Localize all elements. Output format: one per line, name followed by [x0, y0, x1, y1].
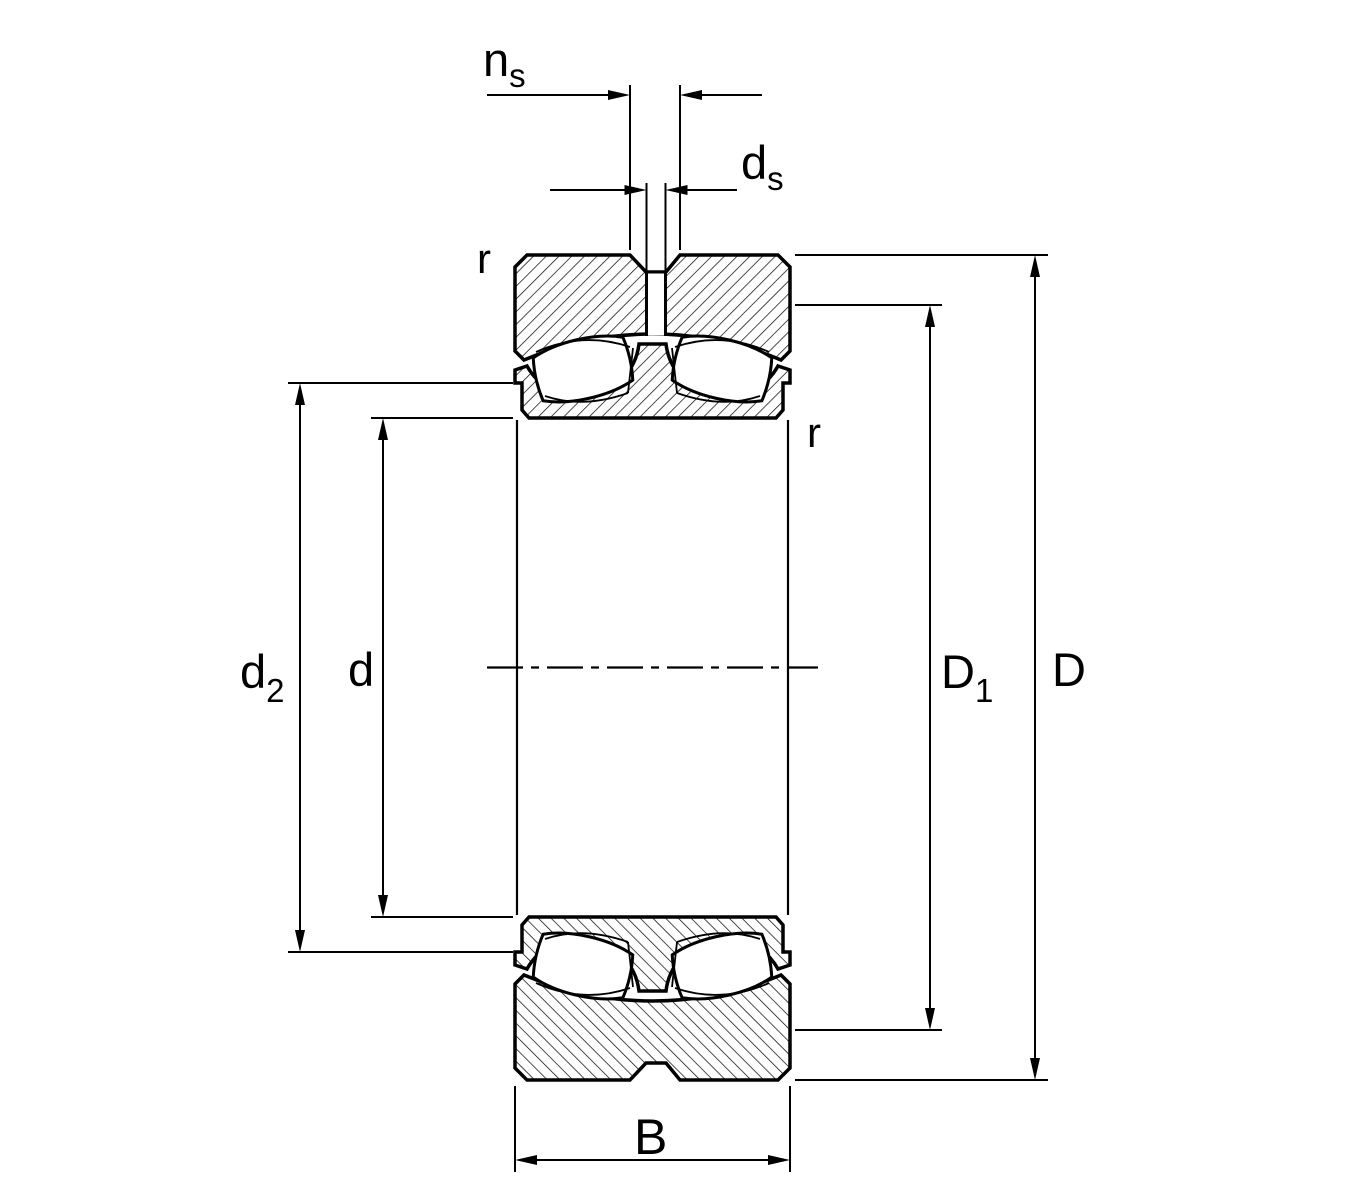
dimension-d: [371, 417, 513, 918]
dimension-ns: [487, 85, 762, 250]
lubrication-hole: [645, 272, 667, 336]
dimension-D1: [795, 304, 942, 1031]
dimension-ds: [550, 183, 737, 272]
label-chamfer-outer: r: [477, 235, 491, 282]
label-recess-diameter: d2: [240, 645, 285, 709]
dimension-d2: [288, 382, 513, 953]
dimension-D: [795, 254, 1048, 1081]
label-width: B: [634, 1109, 667, 1165]
label-hole-diameter: ds: [741, 136, 784, 197]
bearing-bottom-section: [513, 915, 792, 1082]
dimension-B: [514, 1086, 791, 1172]
label-shoulder-diameter: D1: [941, 645, 993, 709]
label-outside-diameter: D: [1052, 643, 1086, 696]
label-groove-width: ns: [483, 33, 526, 94]
label-bore-diameter: d: [348, 643, 374, 696]
label-chamfer-inner: r: [807, 409, 821, 456]
